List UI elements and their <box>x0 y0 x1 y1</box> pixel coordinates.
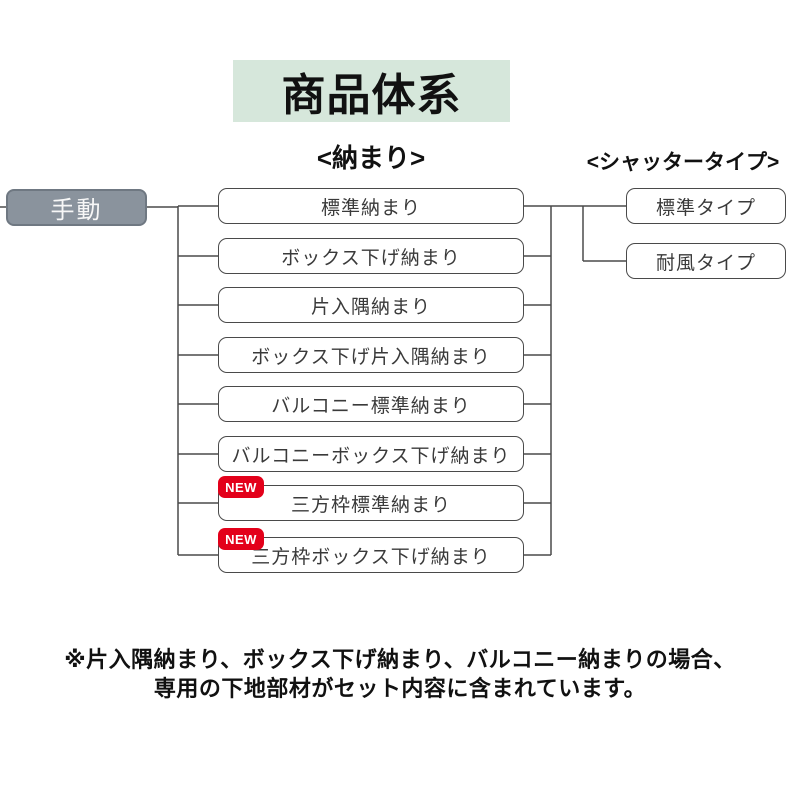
node-label: ボックス下げ片入隅納まり <box>251 346 491 368</box>
footnote: ※片入隅納まり、ボックス下げ納まり、バルコニー納まりの場合、 専用の下地部材がセ… <box>0 645 800 703</box>
node-type-standard: 標準タイプ <box>626 188 786 224</box>
node-manual: 手動 <box>6 189 147 226</box>
node-label: 標準タイプ <box>655 197 756 219</box>
node-nakamari-three-side-frame-standard: NEW 三方枠標準納まり <box>218 476 524 521</box>
node-label: バルコニーボックス下げ納まり <box>231 445 511 467</box>
node-label: 三方枠標準納まり <box>290 494 451 516</box>
node-label: 三方枠ボックス下げ納まり <box>251 546 491 568</box>
node-label: 耐風タイプ <box>655 252 756 274</box>
page-title: 商品体系 <box>281 71 462 120</box>
node-label: ボックス下げ納まり <box>281 247 461 269</box>
column-header-shutter-type: <シャッタータイプ> <box>586 151 780 174</box>
column-header-nakamari: <納まり> <box>316 143 426 173</box>
node-nakamari-box-lowered: ボックス下げ納まり <box>218 238 524 274</box>
footnote-line-1: ※片入隅納まり、ボックス下げ納まり、バルコニー納まりの場合、 <box>64 647 736 672</box>
footnote-line-2: 専用の下地部材がセット内容に含まれています。 <box>153 676 647 701</box>
node-nakamari-balcony-box-lowered: バルコニーボックス下げ納まり <box>218 436 524 472</box>
node-nakamari-box-lowered-one-side-corner: ボックス下げ片入隅納まり <box>218 337 524 373</box>
node-label: 片入隅納まり <box>310 296 431 318</box>
node-type-wind-resistant: 耐風タイプ <box>626 243 786 279</box>
node-nakamari-balcony-standard: バルコニー標準納まり <box>218 386 524 422</box>
node-manual-label: 手動 <box>50 197 103 224</box>
node-label: バルコニー標準納まり <box>271 395 471 417</box>
page-title-banner: 商品体系 <box>233 60 510 122</box>
node-label: 標準納まり <box>320 197 421 219</box>
node-nakamari-one-side-corner: 片入隅納まり <box>218 287 524 323</box>
new-badge: NEW <box>218 476 264 498</box>
new-badge: NEW <box>218 528 264 550</box>
node-nakamari-standard: 標準納まり <box>218 188 524 224</box>
node-nakamari-three-side-frame-box-lowered: NEW 三方枠ボックス下げ納まり <box>218 528 524 573</box>
